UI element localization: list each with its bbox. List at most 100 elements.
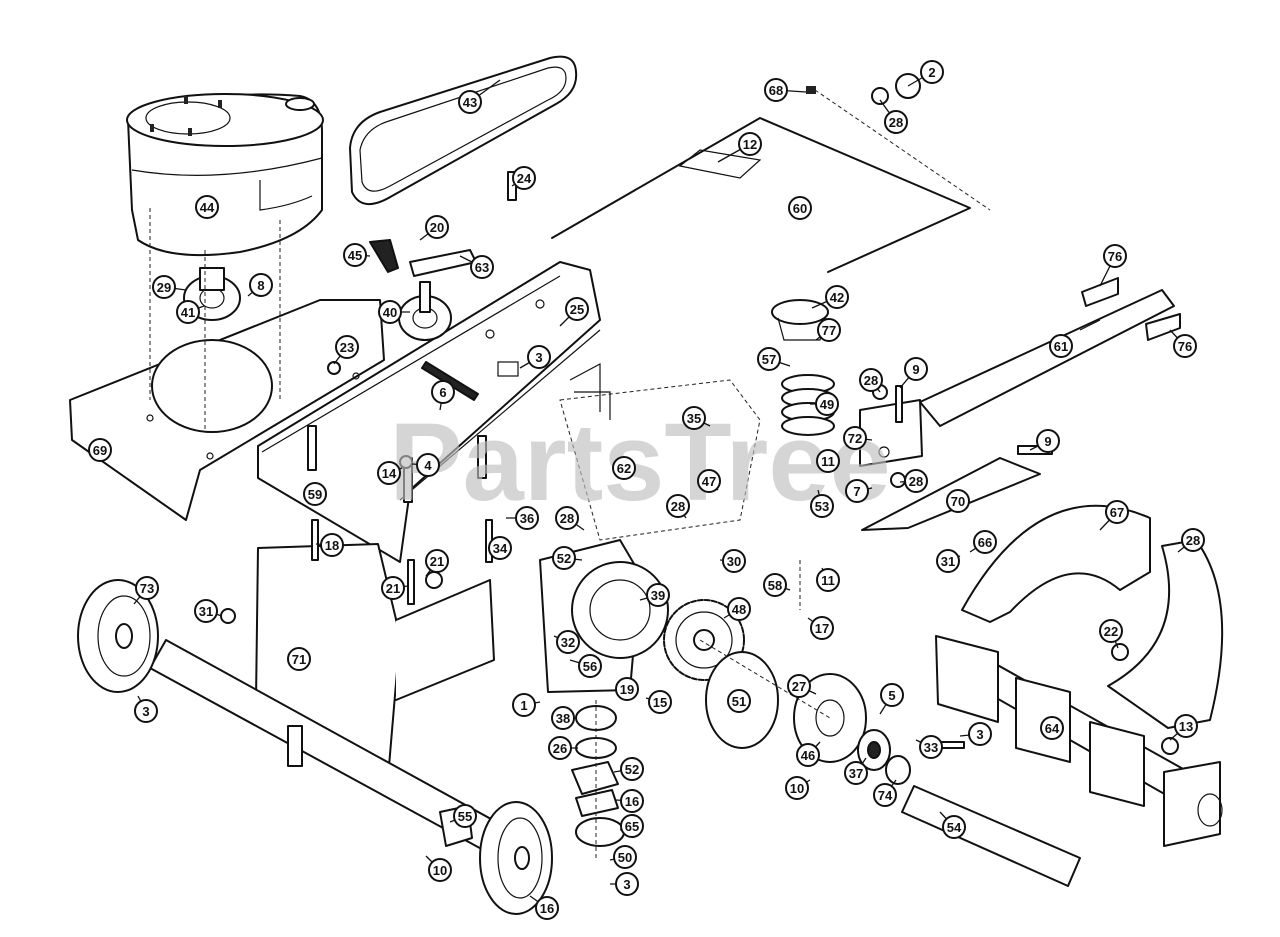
callout-circle [620,814,644,838]
top-guard-plate [551,117,971,273]
part-callout-54: 54 [939,811,966,839]
gear-case [539,539,669,693]
callout-number: 63 [475,260,489,275]
part-callout-68: 68 [764,78,807,102]
callout-number: 43 [463,95,477,110]
main-frame [257,261,601,563]
part-callout-64: 64 [1040,716,1064,740]
lower-tube [901,785,1081,887]
part-callout-7: 7 [845,479,873,503]
callout-circle [920,60,944,84]
callout-number: 21 [386,581,400,596]
part-callout-34: 34 [488,536,512,560]
callout-circle [946,489,970,513]
callout-number: 28 [671,499,685,514]
callout-number: 40 [383,305,397,320]
callout-number: 49 [820,397,834,412]
callout-number: 38 [556,711,570,726]
callout-number: 25 [570,302,584,317]
callout-circle [1105,500,1129,524]
callout-number: 3 [623,877,630,892]
callout-number: 36 [520,511,534,526]
callout-circle [816,449,840,473]
part-callout-53: 53 [810,489,834,518]
callout-number: 7 [853,484,860,499]
callout-number: 16 [625,794,639,809]
callout-circle [648,690,672,714]
part-callout-72: 72 [843,426,873,450]
callout-circle [488,536,512,560]
callout-circle [810,616,834,640]
callout-circle [425,215,449,239]
callout-circle [738,132,762,156]
callout-circle [512,166,536,190]
callout-circle [194,599,218,623]
part-callout-28: 28 [555,506,585,531]
callout-number: 13 [1179,719,1193,734]
bracket-part [369,239,399,273]
callout-number: 66 [978,535,992,550]
callout-number: 14 [382,466,397,481]
part-callout-61: 61 [1049,334,1073,358]
part-callout-6: 6 [431,380,455,411]
part-callout-4: 4 [411,453,440,477]
part-callout-3: 3 [610,872,639,896]
callout-circle [381,576,405,600]
callout-number: 11 [821,454,835,469]
callout-number: 41 [181,305,195,320]
part-callout-41: 41 [176,300,205,324]
callout-number: 20 [430,220,444,235]
part-callout-63: 63 [459,255,494,279]
part-callout-18: 18 [315,533,344,557]
part-callout-2: 2 [907,60,944,87]
part-callout-23: 23 [333,335,359,365]
callout-circle [535,896,559,920]
part-callout-28: 28 [666,494,690,519]
callout-circle [578,654,602,678]
callout-circle [612,456,636,480]
callout-circle [973,530,997,554]
callout-number: 28 [560,511,574,526]
callout-number: 72 [848,431,862,446]
callout-number: 53 [815,499,829,514]
part-callout-70: 70 [946,489,970,513]
part-callout-65: 65 [619,814,644,838]
callout-number: 4 [424,458,432,473]
part-callout-48: 48 [723,597,751,621]
part-callout-24: 24 [511,166,536,190]
callout-number: 16 [540,901,554,916]
part-callout-8: 8 [247,273,273,297]
part-callout-43: 43 [458,79,501,114]
part-callout-35: 35 [682,406,711,430]
part-callout-9: 9 [1029,429,1060,453]
part-callout-45: 45 [343,243,371,267]
callout-circle [470,255,494,279]
callout-circle [816,568,840,592]
callout-number: 76 [1178,339,1192,354]
callout-number: 68 [769,83,783,98]
callout-circle [788,196,812,220]
callout-circle [859,368,883,392]
callout-number: 28 [889,115,903,130]
callout-circle [88,438,112,462]
callout-number: 10 [433,863,447,878]
part-callout-28: 28 [1177,528,1205,553]
part-callout-56: 56 [569,654,602,678]
callout-circle [320,533,344,557]
callout-circle [556,630,580,654]
callout-circle [904,469,928,493]
part-callout-47: 47 [697,469,721,493]
callout-number: 3 [535,350,542,365]
callout-number: 60 [793,201,807,216]
left-wheel [77,579,159,693]
callout-number: 59 [308,487,322,502]
callout-circle [825,285,849,309]
callout-circle [527,345,551,369]
part-callout-73: 73 [133,576,159,605]
part-callout-25: 25 [559,297,589,327]
callout-circle [666,494,690,518]
callout-number: 57 [762,352,776,367]
callout-circle [757,347,781,371]
part-callout-39: 39 [639,583,670,607]
